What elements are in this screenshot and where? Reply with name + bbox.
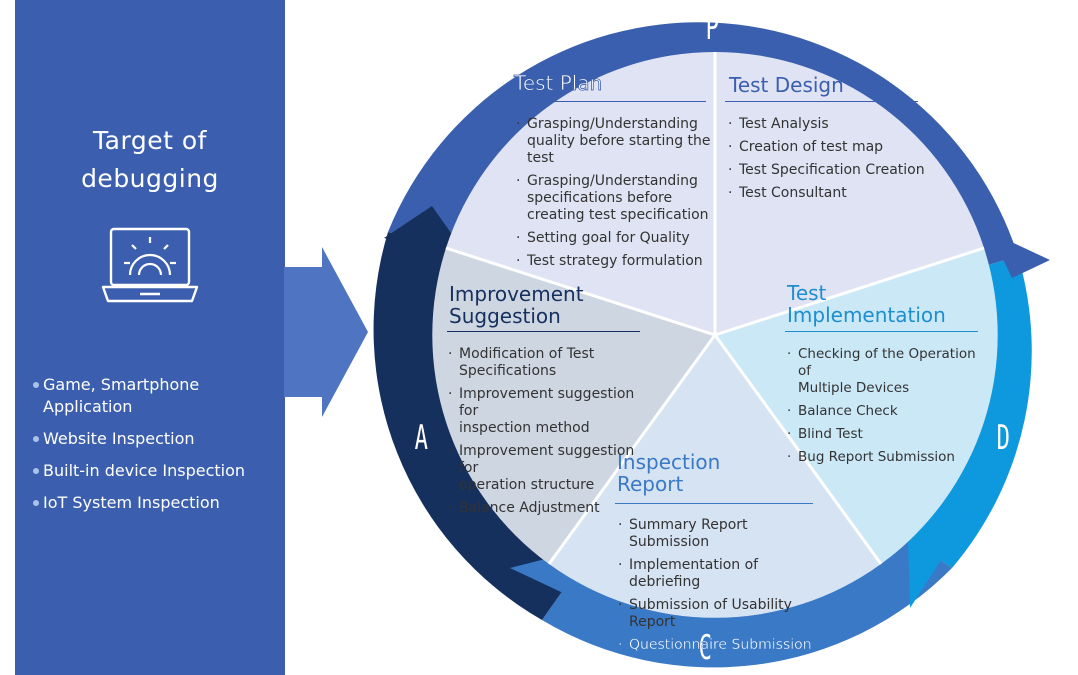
test-implementation-title: Test Implementation xyxy=(787,281,946,327)
test-design-rule xyxy=(725,101,918,102)
list-item: Built-in device Inspection xyxy=(33,460,245,482)
list-item: Implementation of debriefing xyxy=(617,557,832,591)
plan-arc xyxy=(388,22,1018,280)
list-item: Balance Adjustment xyxy=(447,500,657,517)
list-item: Website Inspection xyxy=(33,428,245,450)
letter-a: A xyxy=(414,418,428,458)
list-item: Game, Smartphone Application xyxy=(33,374,245,418)
list-item: Test Consultant xyxy=(727,185,927,202)
target-list: Game, Smartphone Application Website Ins… xyxy=(33,374,245,524)
test-plan-title: Test Plan xyxy=(514,71,603,95)
list-item: Creation of test map xyxy=(727,139,927,156)
list-item: Balance Check xyxy=(786,403,986,420)
connector-arrow-icon xyxy=(284,247,368,417)
list-item: Questionnaire Submission xyxy=(617,637,832,654)
inspection-report-rule xyxy=(615,503,813,504)
test-design-title: Test Design xyxy=(729,73,844,97)
list-item: Test strategy formulation xyxy=(515,253,711,270)
list-item: IoT System Inspection xyxy=(33,492,245,514)
letter-d: D xyxy=(996,418,1010,458)
laptop-gear-icon xyxy=(101,227,199,303)
do-arrowhead xyxy=(908,528,962,608)
plan-arrowhead xyxy=(990,232,1050,278)
list-item: Bug Report Submission xyxy=(786,449,986,466)
test-design-list: Test Analysis Creation of test map Test … xyxy=(727,116,927,208)
improvement-suggestion-title: Improvement Suggestion xyxy=(449,282,584,328)
list-item: Summary Report Submission xyxy=(617,517,832,551)
list-item: Test Specification Creation xyxy=(727,162,927,179)
test-plan-rule xyxy=(512,101,706,102)
test-implementation-rule xyxy=(785,331,978,332)
letter-p: P xyxy=(705,8,719,48)
inspection-report-list: Summary Report Submission Implementation… xyxy=(617,517,832,660)
list-item: Test Analysis xyxy=(727,116,927,133)
target-title: Target of debugging xyxy=(81,126,219,193)
list-item: Blind Test xyxy=(786,426,986,443)
improvement-suggestion-rule xyxy=(447,331,640,332)
list-item: Setting goal for Quality xyxy=(515,230,711,247)
target-panel: Target of debugging Game, Smartphone App… xyxy=(15,0,285,675)
